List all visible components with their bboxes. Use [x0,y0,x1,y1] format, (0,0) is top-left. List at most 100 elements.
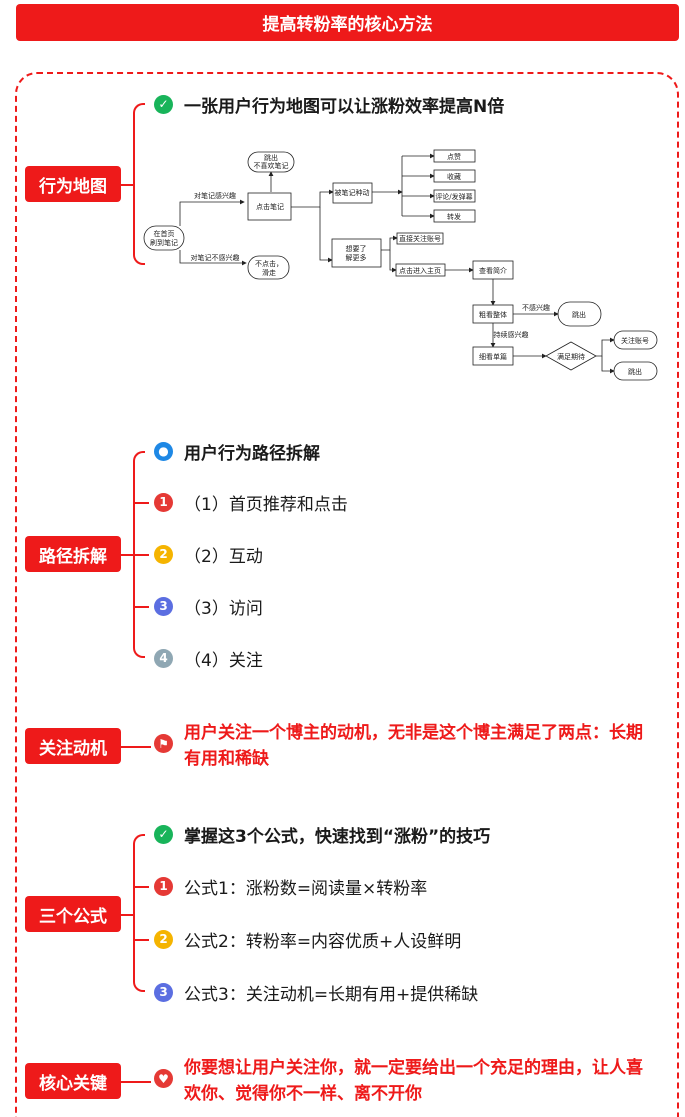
flow-text-browse: 粗看整体 [479,310,507,319]
formula-item: 2 公式2：转粉率=内容优质+人设鲜明 [154,927,462,952]
flow-text-like-label: 对笔记感兴趣 [194,191,236,200]
flow-node-follow-direct [396,232,444,245]
formula-item-text: 公式2：转粉率=内容优质+人设鲜明 [184,931,462,952]
flow-text-exit-end: 跳出 [628,367,642,376]
key-row: ♥ 你要想让用户关注你，就一定要给出一个充足的理由，让人喜欢你、觉得你不一样、离… [154,1055,654,1107]
flow-text-no-click-2: 滑走 [262,268,276,277]
number-1-icon: 1 [154,876,173,896]
flow-text-follow-account: 关注账号 [621,336,649,345]
formula-item: 3 公式3：关注动机=长期有用+提供稀缺 [154,980,479,1005]
flow-node-satisfy [545,341,597,371]
path-heading-row: ● 用户行为路径拆解 [154,439,320,464]
flow-node-share [433,209,476,223]
flow-node-exit-mid [557,301,602,327]
flow-text-start-1: 在首页 [154,229,175,238]
number-1-icon: 1 [154,492,173,512]
flow-text-want-more-1: 想要了 [346,244,367,253]
connector [121,184,133,186]
path-item: 3 （3）访问 [154,594,263,619]
number-3-icon: 3 [154,982,173,1002]
path-item-text: （4）关注 [184,650,263,671]
flow-text-click-note: 点击笔记 [256,202,284,211]
number-2-icon: 2 [154,929,173,949]
flow-text-satisfy: 满足期待 [557,352,585,361]
flow-node-exit-top [247,151,295,173]
flow-node-collect [433,169,476,183]
branch [135,886,149,888]
flow-node-follow-account [613,330,658,350]
branch [135,606,149,608]
connector [121,554,133,556]
connector [121,914,133,916]
flow-node-like [433,149,476,163]
path-item: 2 （2）互动 [154,542,263,567]
flow-node-want-more [331,238,382,268]
motive-row: ⚑ 用户关注一个博主的动机，无非是这个博主满足了两点：长期有用和稀缺 [154,720,654,772]
connector [121,746,151,748]
path-item-text: （1）首页推荐和点击 [184,494,348,515]
flow-text-moved: 被笔记种动 [335,188,370,197]
bracket [133,834,145,992]
flow-text-keep-interest: 持续感兴趣 [494,330,529,339]
number-3-icon: 3 [154,596,173,616]
flow-node-view-intro [472,260,514,280]
tag-three-formulas: 三个公式 [25,896,121,932]
flow-text-want-more-2: 解更多 [346,253,367,262]
content-frame [15,72,679,1117]
flow-node-exit-end [613,361,658,381]
flow-text-exit-top-2: 不喜欢笔记 [254,161,289,170]
flow-text-start-2: 刷到笔记 [150,238,178,247]
tag-follow-motive: 关注动机 [25,728,121,764]
flow-text-no-click-1: 不点击， [255,259,283,268]
formula-item-text: 公式3：关注动机=长期有用+提供稀缺 [184,984,479,1005]
location-pin-icon: ● [154,441,173,461]
branch [135,939,149,941]
tag-behavior-map: 行为地图 [25,166,121,202]
flow-text-action-1: 点赞 [447,152,461,161]
heart-icon: ♥ [154,1069,173,1088]
check-icon: ✓ [154,824,173,844]
formula-heading-row: ✓ 掌握这3个公式，快速找到“涨粉”的技巧 [154,822,491,847]
flow-text-enter-home: 点击进入主页 [399,266,441,275]
flag-icon: ⚑ [154,734,173,753]
flow-node-browse [472,304,514,324]
flow-node-comment [433,189,476,203]
number-2-icon: 2 [154,544,173,564]
flow-node-no-click [247,255,290,280]
number-4-icon: 4 [154,648,173,668]
flow-text-dislike-label: 对笔记不感兴趣 [191,253,240,262]
check-icon: ✓ [154,94,173,114]
flow-text-not-interested: 不感兴趣 [522,303,550,312]
flow-text-read-detail: 细看单篇 [479,352,507,361]
bracket [133,103,145,265]
page-title: 提高转粉率的核心方法 [16,4,679,41]
flow-text-exit-mid: 跳出 [572,310,586,319]
flow-text-action-3: 评论/发弹幕 [435,192,472,201]
flow-node-read-detail [472,346,514,366]
path-item: 1 （1）首页推荐和点击 [154,490,348,515]
bracket [133,451,145,658]
path-item: 4 （4）关注 [154,646,263,671]
key-text: 你要想让用户关注你，就一定要给出一个充足的理由，让人喜欢你、觉得你不一样、离不开… [184,1058,643,1104]
flow-node-start [143,225,185,251]
tag-core-key: 核心关键 [25,1063,121,1099]
branch [135,554,149,556]
flow-node-moved [332,182,373,204]
branch [135,502,149,504]
formula-item-text: 公式1：涨粉数=阅读量×转粉率 [184,878,428,899]
flow-text-action-2: 收藏 [447,172,461,181]
flow-node-enter-home [395,263,446,277]
flow-text-exit-top-1: 跳出 [264,153,278,162]
flow-node-click-note [247,192,292,221]
formula-item: 1 公式1：涨粉数=阅读量×转粉率 [154,874,428,899]
motive-text: 用户关注一个博主的动机，无非是这个博主满足了两点：长期有用和稀缺 [184,723,643,769]
map-heading-row: ✓ 一张用户行为地图可以让涨粉效率提高N倍 [154,92,504,117]
path-heading: 用户行为路径拆解 [184,443,320,464]
flow-text-view-intro: 查看简介 [479,266,507,275]
flow-text-follow-direct: 直接关注账号 [399,234,441,243]
path-item-text: （2）互动 [184,546,263,567]
flow-text-action-4: 转发 [447,212,461,221]
behavior-flowchart: 在首页 刷到笔记 对笔记感兴趣 对笔记不感兴趣 跳出 不喜欢笔记 点击笔记 不点… [143,149,658,381]
tag-path-breakdown: 路径拆解 [25,536,121,572]
formula-heading: 掌握这3个公式，快速找到“涨粉”的技巧 [184,826,491,847]
